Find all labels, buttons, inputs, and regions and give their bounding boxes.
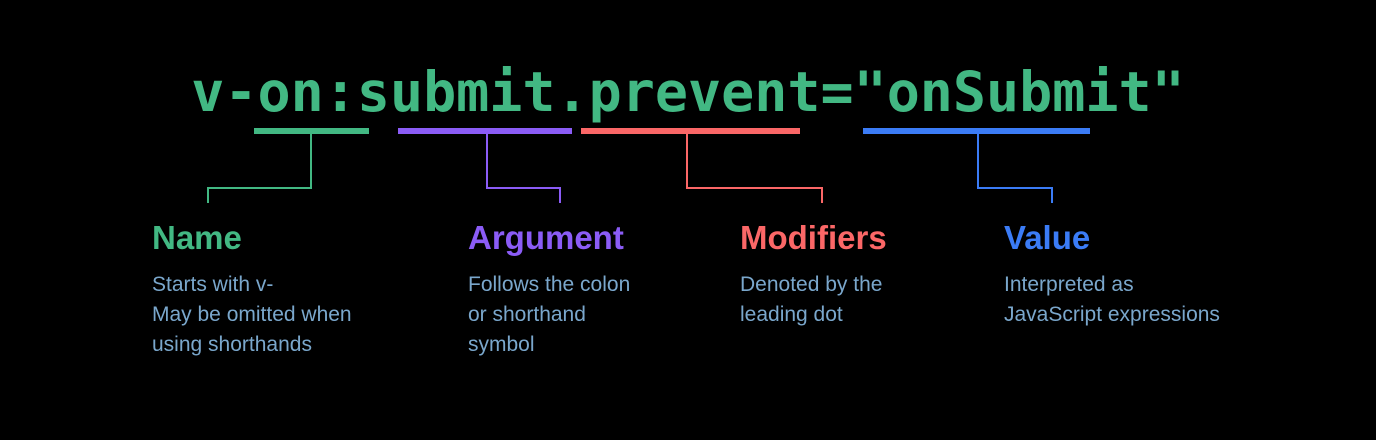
legend-heading-value: Value bbox=[1004, 219, 1091, 256]
code-segment-separator1: : bbox=[323, 60, 357, 124]
legend-description-argument: Follows the colon or shorthand symbol bbox=[468, 273, 631, 356]
code-segment-separator2: . bbox=[555, 60, 589, 124]
connector-modifiers bbox=[686, 134, 823, 203]
connector-argument bbox=[486, 134, 561, 203]
code-segment-name: v-on bbox=[191, 60, 324, 124]
legend-description-name: Starts with v- May be omitted when using… bbox=[152, 273, 352, 356]
code-segment-value: "onSubmit" bbox=[853, 60, 1185, 124]
segment-bar-name bbox=[254, 128, 369, 134]
legend-heading-modifiers: Modifiers bbox=[740, 219, 887, 256]
code-segment-argument: submit bbox=[356, 60, 556, 124]
legend-heading-name: Name bbox=[152, 219, 242, 256]
code-segment-modifiers: prevent bbox=[588, 60, 821, 124]
directive-code-line: v-on:submit.prevent="onSubmit" bbox=[0, 60, 1376, 124]
connector-value bbox=[977, 134, 1053, 203]
legend-description-value: Interpreted as JavaScript expressions bbox=[1004, 273, 1220, 326]
segment-bar-value bbox=[863, 128, 1090, 134]
code-segment-separator3: = bbox=[820, 60, 854, 124]
segment-bar-modifiers bbox=[581, 128, 800, 134]
legend-heading-argument: Argument bbox=[468, 219, 624, 256]
legend-description-modifiers: Denoted by the leading dot bbox=[740, 273, 883, 326]
connector-name bbox=[207, 134, 312, 203]
segment-bar-argument bbox=[398, 128, 572, 134]
